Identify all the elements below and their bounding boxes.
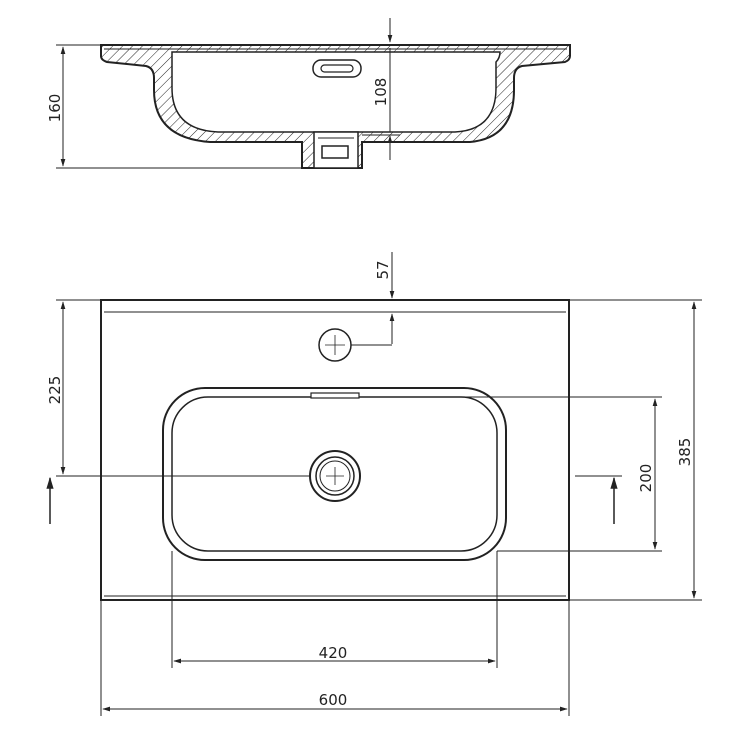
- plan-view: 57 225 385 200 420 600: [46, 252, 702, 716]
- section-bowl-interior: [171, 51, 501, 133]
- section-view: 160 108: [46, 18, 571, 169]
- dim-drain-offset: 225: [46, 376, 64, 405]
- dim-overall-depth: 385: [676, 438, 694, 467]
- dim-overflow-offset: 57: [374, 260, 392, 279]
- dim-plan-bowl-depth: 200: [637, 464, 655, 493]
- dim-overall-width: 600: [319, 691, 348, 709]
- overflow-opening: [310, 392, 360, 399]
- dim-overall-height: 160: [46, 94, 64, 123]
- dim-section-bowl-depth: 108: [372, 78, 390, 107]
- dim-bowl-width: 420: [319, 644, 348, 662]
